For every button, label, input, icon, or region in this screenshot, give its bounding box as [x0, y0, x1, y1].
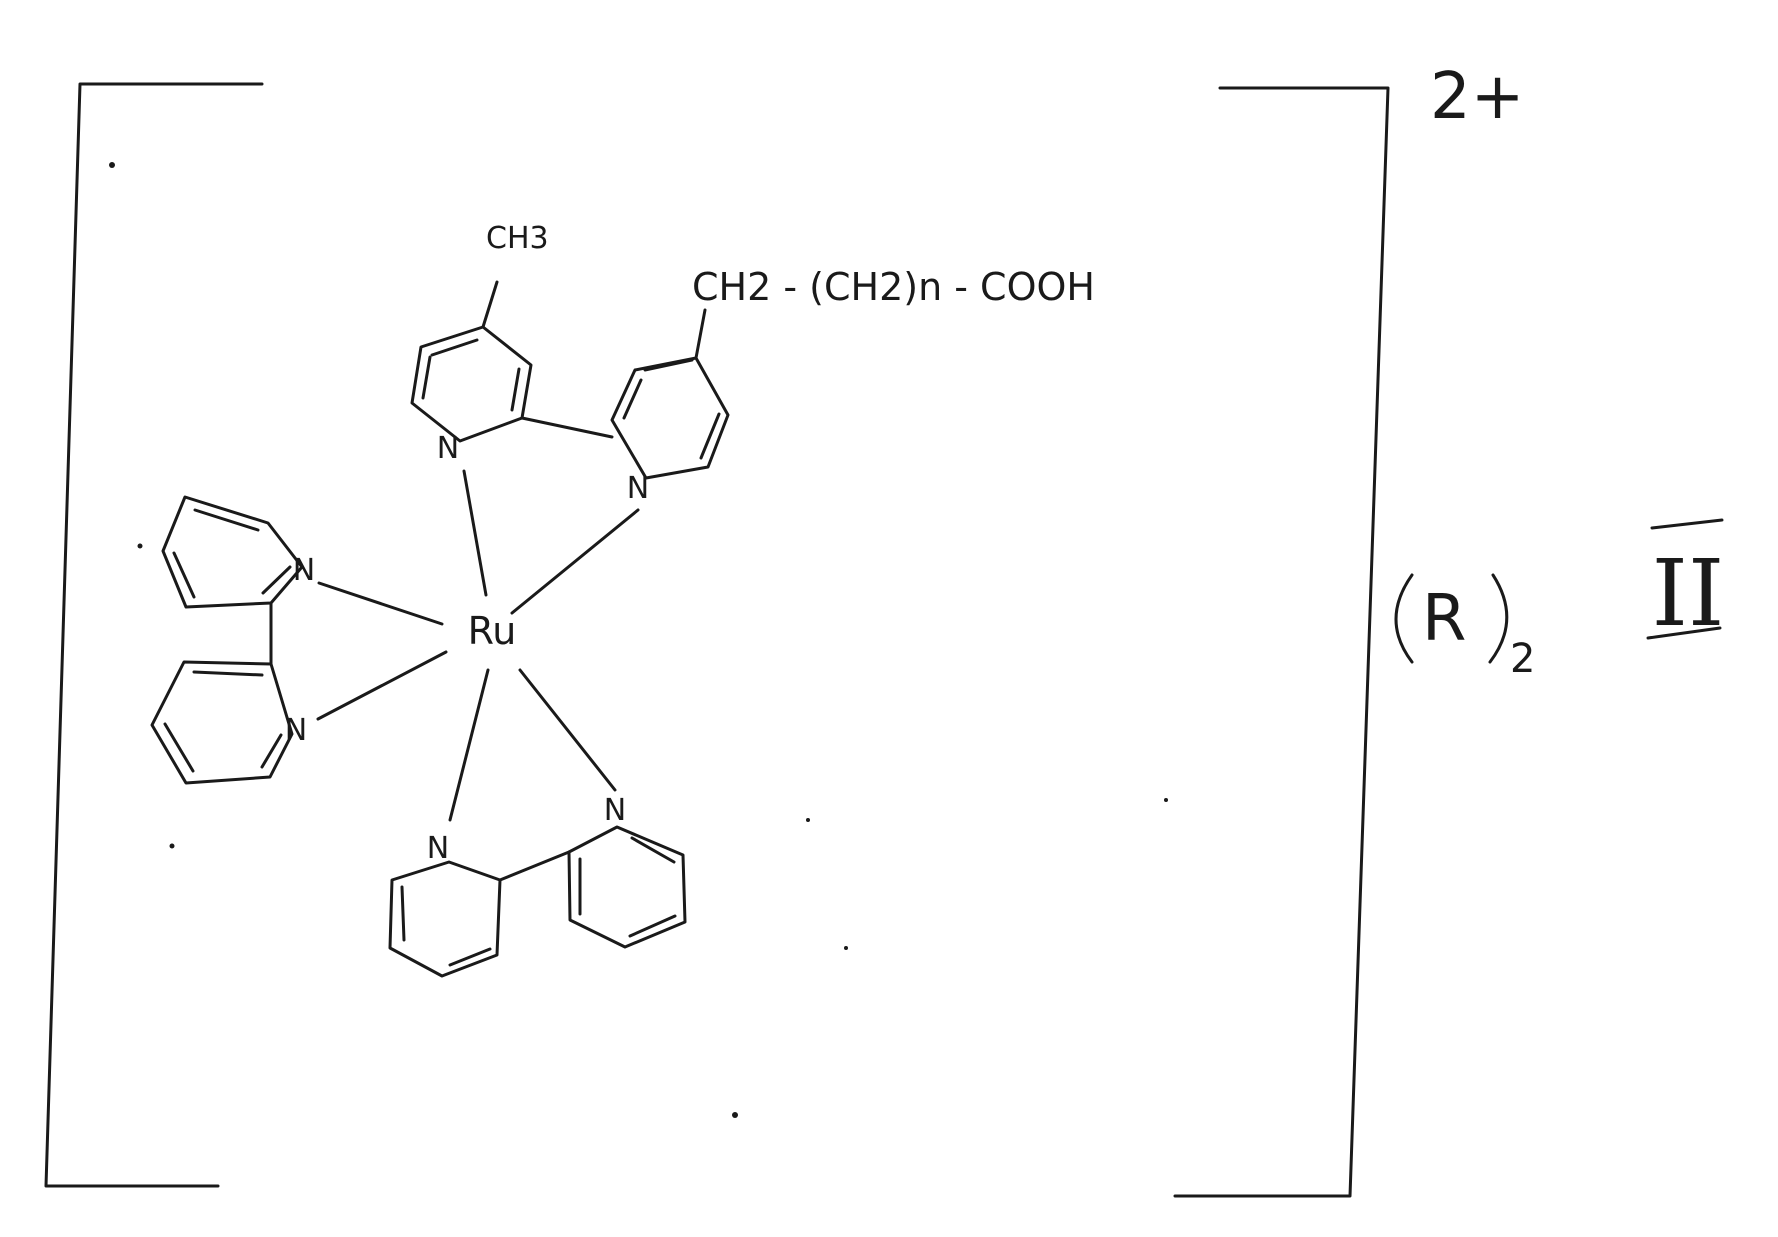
nitrogen-label-left-b: N: [285, 713, 307, 748]
right-bracket: [1175, 88, 1388, 1196]
nitrogen-label-bottom-b: N: [604, 793, 626, 828]
substituents: CH3 CH2 - (CH2)n - COOH: [486, 221, 1095, 309]
left-bipyridine: [152, 497, 302, 783]
ruthenium-label: Ru: [468, 609, 517, 653]
formula-number: II: [1648, 520, 1724, 647]
charge-label: 2+: [1430, 60, 1524, 134]
nitrogen-label-bottom-a: N: [427, 831, 449, 866]
nitrogen-label-left-a: N: [293, 553, 315, 588]
carboxyalkyl-chain-label: CH2 - (CH2)n - COOH: [692, 265, 1095, 309]
counter-ion-count: 2: [1510, 636, 1535, 682]
nitrogen-label-top-a: N: [437, 431, 459, 466]
counter-ion-label: R: [1422, 582, 1466, 656]
top-bipyridine: [412, 282, 728, 478]
methyl-group-label: CH3: [486, 221, 549, 256]
left-bracket: [46, 84, 262, 1186]
counter-ion: R 2: [1396, 575, 1535, 682]
nitrogen-label-top-b: N: [627, 471, 649, 506]
